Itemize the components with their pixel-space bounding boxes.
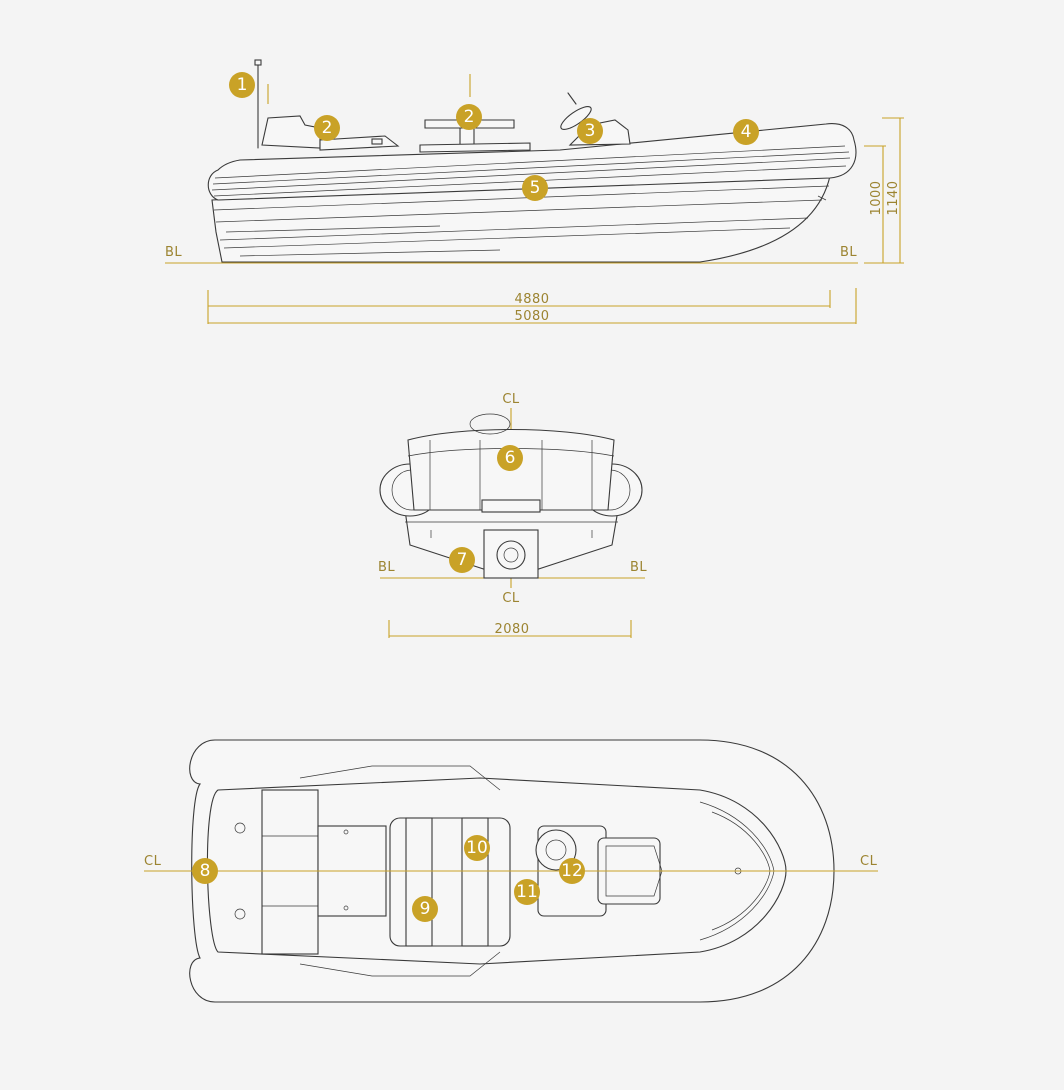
svg-text:12: 12	[561, 861, 583, 881]
badge-6[interactable]: 6	[497, 445, 523, 471]
side-aft-seat	[261, 115, 321, 149]
side-baseline-left-label: BL	[165, 245, 182, 260]
side-steering-wheel	[560, 106, 592, 130]
top-cl-left-label: CL	[144, 854, 162, 869]
badge-12[interactable]: 12	[559, 858, 585, 884]
svg-text:6: 6	[505, 448, 516, 468]
badge-3[interactable]: 3	[577, 118, 603, 144]
dim-height-1-label: 1000	[869, 180, 884, 215]
stern-cl-bottom-label: CL	[502, 591, 520, 606]
top-view: CL CL 8 9 10 11 12	[144, 739, 878, 1003]
svg-text:3: 3	[585, 121, 596, 141]
side-baseline-right-label: BL	[840, 245, 857, 260]
svg-text:7: 7	[457, 550, 468, 570]
badge-8[interactable]: 8	[192, 858, 218, 884]
badge-5[interactable]: 5	[522, 175, 548, 201]
badge-7[interactable]: 7	[449, 547, 475, 573]
badge-2-aft[interactable]: 2	[314, 115, 340, 141]
stern-cl-top-label: CL	[502, 392, 520, 407]
svg-text:1: 1	[237, 75, 248, 95]
svg-text:4: 4	[741, 122, 752, 142]
badge-2-mid[interactable]: 2	[456, 104, 482, 130]
dim-overall-length-label: 5080	[514, 309, 549, 324]
svg-text:8: 8	[200, 861, 211, 881]
dim-height-2-label: 1140	[886, 180, 901, 215]
svg-text:9: 9	[420, 899, 431, 919]
svg-text:5: 5	[530, 178, 541, 198]
stern-baseline-right-label: BL	[630, 560, 647, 575]
svg-text:2: 2	[322, 118, 333, 138]
badge-4[interactable]: 4	[733, 119, 759, 145]
badge-1[interactable]: 1	[229, 72, 255, 98]
stern-baseline-left-label: BL	[378, 560, 395, 575]
badge-9[interactable]: 9	[412, 896, 438, 922]
dim-beam-label: 2080	[494, 622, 529, 637]
svg-text:10: 10	[466, 838, 488, 858]
svg-text:2: 2	[464, 107, 475, 127]
stern-view: CL CL BL BL 2080 6 7	[378, 392, 647, 638]
badge-10[interactable]: 10	[464, 835, 490, 861]
dim-hull-length-label: 4880	[514, 292, 549, 307]
top-cl-right-label: CL	[860, 854, 878, 869]
side-view: BL BL	[165, 59, 904, 324]
svg-text:11: 11	[516, 882, 538, 902]
badge-11[interactable]: 11	[514, 879, 540, 905]
top-aft-seat	[261, 789, 319, 955]
